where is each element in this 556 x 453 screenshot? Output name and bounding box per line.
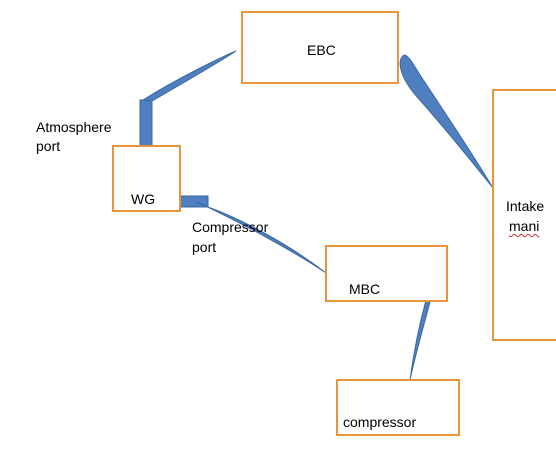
atmosphere-port-stub <box>139 99 153 147</box>
hose-wg-to-ebc <box>141 50 237 102</box>
wg-label: WG <box>131 191 156 207</box>
atmosphere-port-label-line2: port <box>36 138 61 154</box>
intake-label-line2: mani <box>509 218 540 234</box>
hose-ebc-to-intake <box>399 54 494 189</box>
hose-wg-to-mbc <box>196 201 327 274</box>
intake-label-line1: Intake <box>506 198 545 214</box>
compressor-box <box>336 379 460 436</box>
compressor-port-label-line2: port <box>192 239 217 255</box>
mbc-box <box>325 245 448 302</box>
compressor-port-label-line1: Compressor <box>192 219 269 235</box>
ebc-label: EBC <box>307 42 336 58</box>
mbc-label: MBC <box>349 281 381 297</box>
compressor-label: compressor <box>343 414 417 430</box>
wg-box <box>112 145 181 212</box>
ebc-box <box>241 11 399 84</box>
intake-manifold-box <box>492 89 556 341</box>
atmosphere-port-label-line1: Atmosphere <box>36 119 112 135</box>
